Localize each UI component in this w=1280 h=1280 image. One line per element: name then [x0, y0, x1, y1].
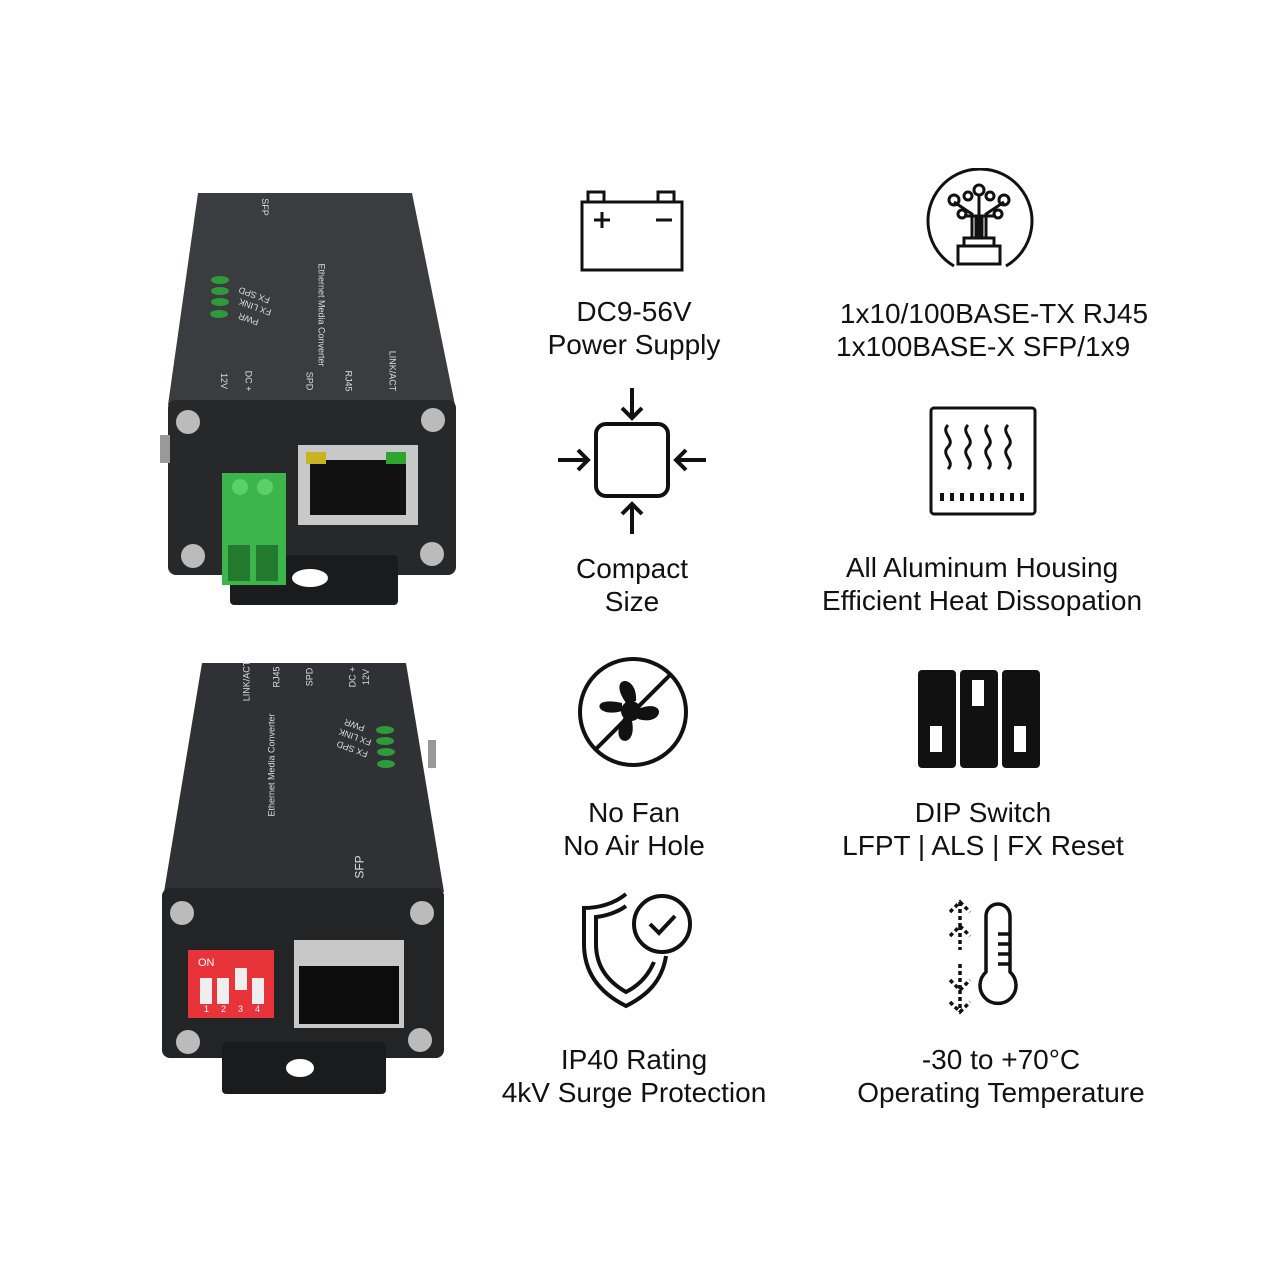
label-dip-1: 1 [204, 1004, 210, 1014]
feature-title: All Aluminum Housing [845, 552, 1119, 583]
label-12v: 12V [361, 668, 372, 686]
feature-title: Compact [575, 553, 689, 584]
label-rj45: RJ45 [271, 666, 282, 688]
heat-sink-icon [929, 406, 1037, 516]
label-sfp: SFP [259, 198, 270, 216]
label-dc: DC + [347, 666, 358, 688]
media-converter-front-rj45: Ethernet Media Converter SFP FX SPD FX L… [158, 190, 460, 610]
fiber-optic-icon [926, 168, 1034, 268]
battery-icon [580, 190, 684, 272]
feature-title: IP40 Rating [560, 1044, 708, 1075]
compact-size-icon [558, 388, 706, 534]
feature-title: DC9-56V [576, 296, 692, 327]
feature-subtitle: No Air Hole [563, 830, 705, 861]
feature-title: 1x10/100BASE-TX RJ45 [839, 298, 1149, 329]
label-sfp: SFP [352, 855, 367, 879]
dip-switch-icon [918, 670, 1040, 768]
label-dip-4: 4 [255, 1004, 261, 1014]
label-spd: SPD [304, 371, 315, 391]
feature-title: DIP Switch [914, 797, 1052, 828]
feature-subtitle: Efficient Heat Dissopation [821, 585, 1143, 616]
label-linkact: LINK/ACT [387, 350, 398, 392]
label-spd: SPD [304, 667, 315, 687]
device-housing-image [162, 663, 444, 1094]
feature-subtitle: LFPT | ALS | FX Reset [842, 830, 1124, 861]
feature-title: No Fan [588, 797, 680, 828]
label-dc: DC + [243, 370, 254, 392]
label-linkact: LINK/ACT [241, 660, 252, 702]
media-converter-front-sfp: Ethernet Media Converter SFP LINK/ACT RJ… [160, 660, 450, 1100]
thermometer-icon [948, 899, 1018, 1015]
label-12v: 12V [219, 372, 230, 390]
feature-title: -30 to +70°C [921, 1044, 1081, 1075]
label-dip-2: 2 [221, 1004, 227, 1014]
shield-check-icon [582, 892, 692, 1009]
label-product: Ethernet Media Converter [266, 713, 277, 817]
label-rj45: RJ45 [343, 370, 354, 392]
no-fan-icon [578, 657, 688, 767]
feature-subtitle: Operating Temperature [857, 1077, 1145, 1108]
label-on: ON [198, 957, 215, 969]
feature-subtitle: 1x100BASE-X SFP/1x9 [836, 331, 1131, 362]
feature-subtitle: Size [604, 586, 660, 617]
feature-subtitle: 4kV Surge Protection [501, 1077, 767, 1108]
device-housing-image [158, 193, 456, 605]
feature-subtitle: Power Supply [547, 329, 721, 360]
label-product: Ethernet Media Converter [316, 263, 327, 367]
label-dip-3: 3 [238, 1004, 244, 1014]
